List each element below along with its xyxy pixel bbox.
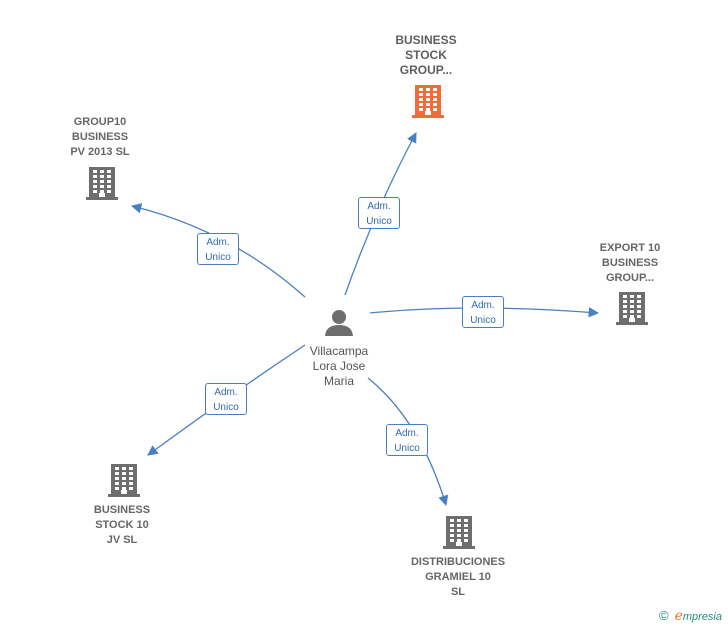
edge-role-badge: Adm. Unico [386,424,428,456]
brand-initial: e [674,608,683,624]
edge-role-line1: Adm. [395,428,419,439]
edge-role-line2: Unico [213,402,239,413]
brand-footer: © empresia [659,608,722,624]
edge-role-badge: Adm. Unico [462,296,504,328]
company-label-distribuciones-gramiel[interactable]: DISTRIBUCIONES GRAMIEL 10 SL [410,556,506,598]
edge-role-line2: Unico [470,315,496,326]
edge-role-line1: Adm. [367,201,391,212]
building-icon[interactable] [412,85,444,118]
building-icon[interactable] [616,292,648,325]
building-icon[interactable] [443,516,475,549]
company-label-group10-business[interactable]: GROUP10 BUSINESS PV 2013 SL [70,116,130,158]
building-icon[interactable] [86,167,118,200]
company-label-export-10[interactable]: EXPORT 10 BUSINESS GROUP... [599,242,661,284]
person-name-label[interactable]: Villacampa Lora Jose Maria [309,344,369,388]
building-icon[interactable] [108,464,140,497]
edge-role-line2: Unico [366,216,392,227]
edge-role-line2: Unico [394,443,420,454]
edge-role-line1: Adm. [471,300,495,311]
edge-role-line1: Adm. [214,387,238,398]
edge-role-badge: Adm. Unico [358,197,400,229]
company-label-business-stock-group[interactable]: BUSINESS STOCK GROUP... [395,33,457,77]
company-label-business-stock-10[interactable]: BUSINESS STOCK 10 JV SL [93,504,151,546]
edge-role-line1: Adm. [206,237,230,248]
edge-role-line2: Unico [205,252,231,263]
edge-role-badge: Adm. Unico [197,233,239,265]
brand-name: mpresia [682,611,722,623]
copyright-icon: © [658,608,669,623]
edge-role-badge: Adm. Unico [205,383,247,415]
person-icon[interactable] [325,310,353,336]
